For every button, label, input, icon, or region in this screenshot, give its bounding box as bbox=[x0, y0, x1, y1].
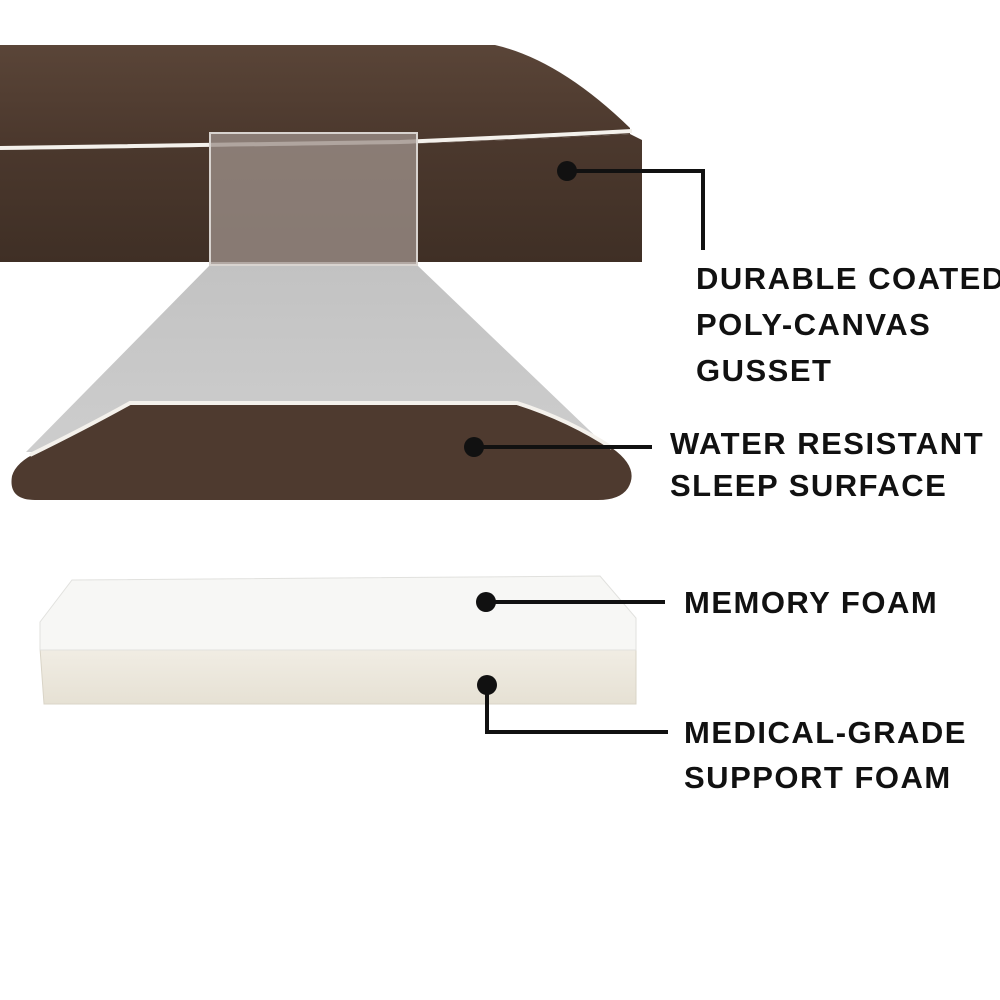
sleep-surface-label: WATER RESISTANT SLEEP SURFACE bbox=[670, 423, 984, 507]
gusset-label-line: DURABLE COATED bbox=[696, 261, 1000, 296]
memory-foam-layer bbox=[39, 575, 637, 651]
bed-cover-top bbox=[0, 45, 630, 150]
magnifier-window bbox=[209, 132, 418, 266]
gusset-label-line: GUSSET bbox=[696, 353, 833, 388]
leader-memory bbox=[476, 592, 665, 612]
support-foam-label-line: MEDICAL-GRADE bbox=[684, 715, 967, 750]
gusset-label-line: POLY-CANVAS bbox=[696, 307, 932, 342]
sleep-surface-label-line: WATER RESISTANT bbox=[670, 426, 985, 461]
memory-foam-label: MEMORY FOAM bbox=[684, 580, 938, 626]
support-foam-label-line: SUPPORT FOAM bbox=[684, 760, 952, 795]
support-foam-label: MEDICAL-GRADE SUPPORT FOAM bbox=[684, 710, 967, 800]
gusset-label: DURABLE COATED POLY-CANVAS GUSSET bbox=[696, 256, 1000, 394]
sleep-surface-edge bbox=[29, 401, 614, 457]
leader-support bbox=[477, 675, 668, 734]
support-foam-layer bbox=[39, 647, 637, 705]
leader-surface bbox=[464, 437, 652, 457]
sleep-surface-label-line: SLEEP SURFACE bbox=[670, 468, 948, 503]
sleep-surface-swatch bbox=[11, 405, 632, 500]
memory-foam-label-line: MEMORY FOAM bbox=[684, 585, 939, 620]
leader-gusset bbox=[557, 161, 705, 250]
